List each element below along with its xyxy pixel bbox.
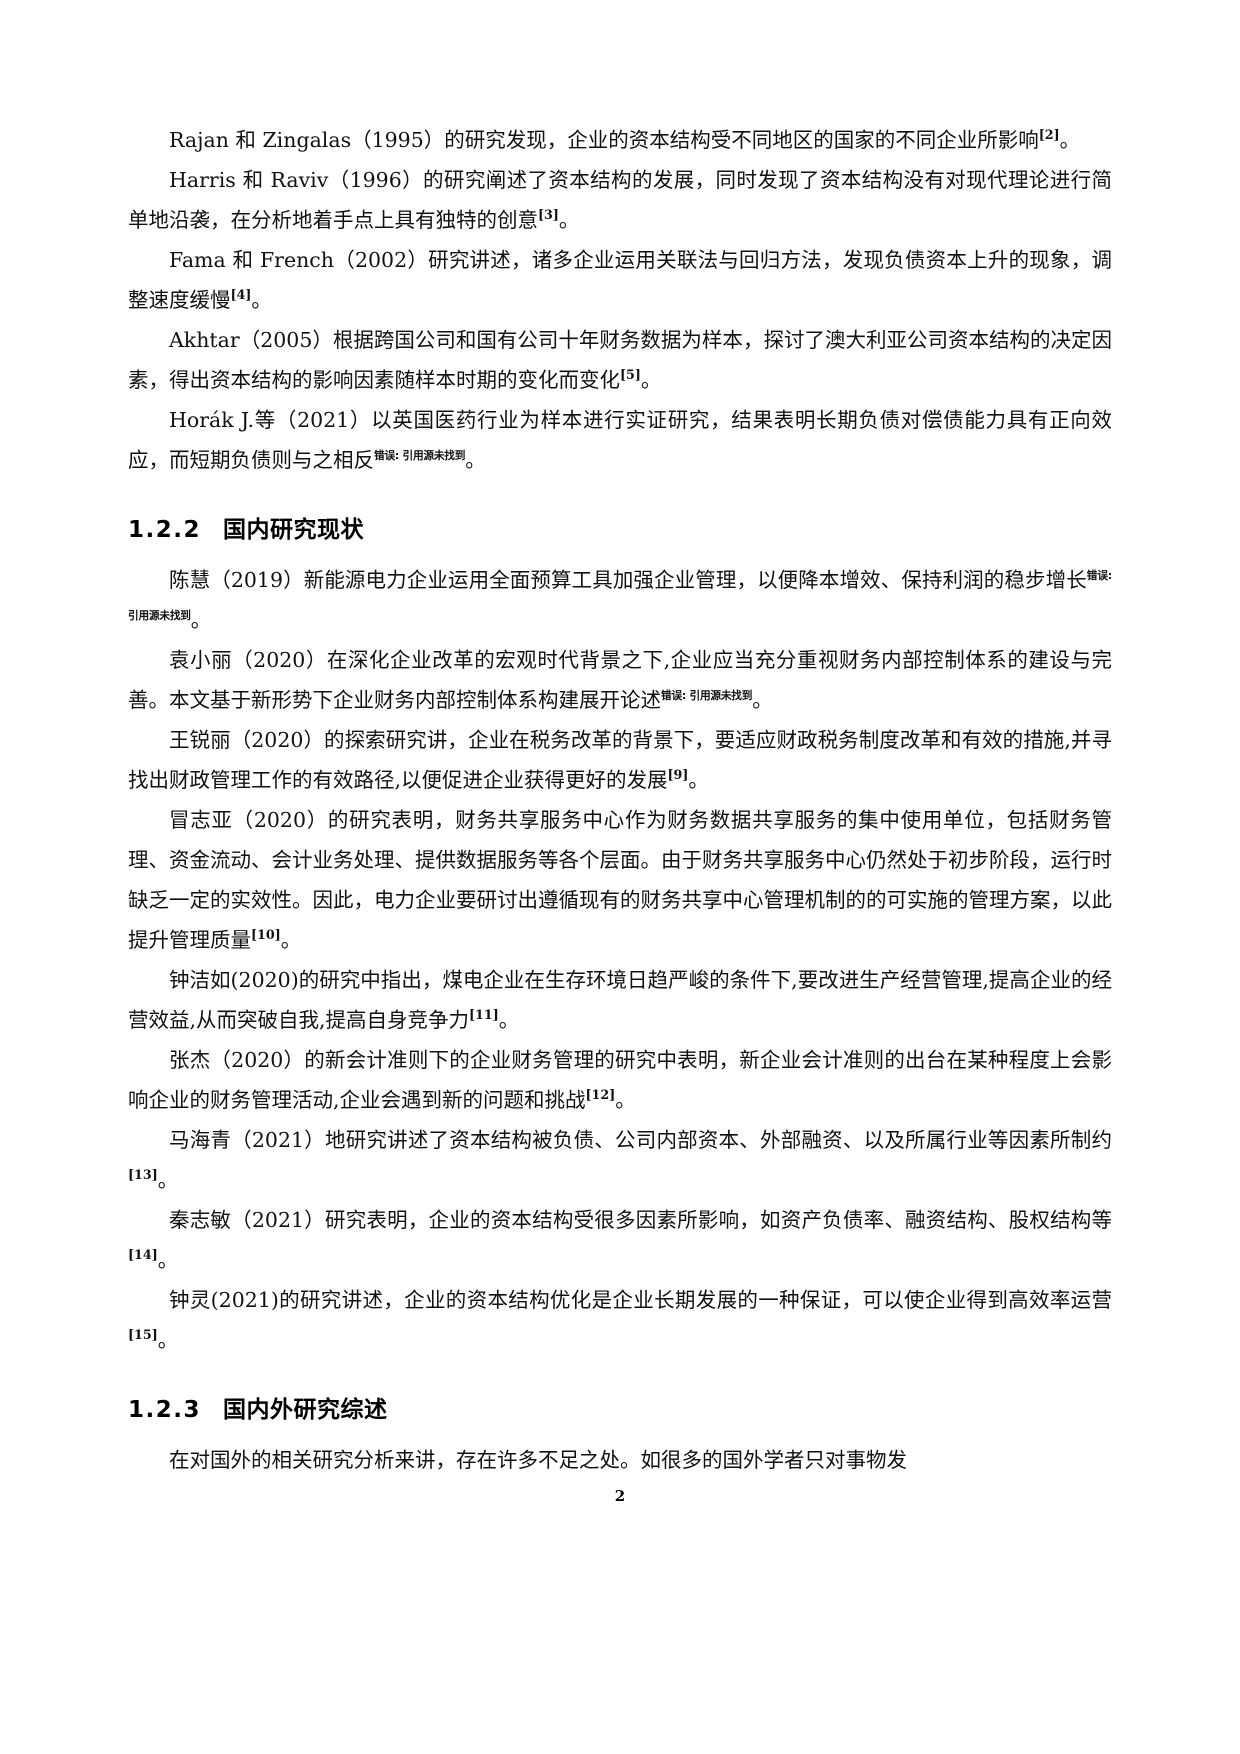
paragraph-text: 冒志亚（2020）的研究表明，财务共享服务中心作为财务数据共享服务的集中使用单位… [128, 808, 1112, 952]
paragraph-text: 在对国外的相关研究分析来讲，存在许多不足之处。如很多的国外学者只对事物发 [169, 1448, 907, 1472]
spacer [128, 1430, 1112, 1440]
heading-title: 国内研究现状 [223, 517, 364, 543]
paragraph-tail: 。 [1059, 128, 1081, 152]
reference-error-field: 错误: 引用源未找到 [374, 449, 466, 463]
page-content: Rajan 和 Zingalas（1995）的研究发现，企业的资本结构受不同地区… [128, 120, 1112, 1480]
reference-error-field: 错误: 引用源未找到 [128, 569, 1112, 623]
paragraph-yuanxiaoli: 袁小丽（2020）在深化企业改革的宏观时代背景之下,企业应当充分重视财务内部控制… [128, 640, 1112, 720]
paragraph-tail: 。 [498, 1008, 520, 1032]
paragraph-text: 钟灵(2021)的研究讲述，企业的资本结构优化是企业长期发展的一种保证，可以使企… [169, 1288, 1112, 1312]
reference-marker: [12] [585, 1087, 616, 1103]
paragraph-tail: 。 [465, 448, 486, 472]
paragraph-zhangjie: 张杰（2020）的新会计准则下的企业财务管理的研究中表明，新企业会计准则的出台在… [128, 1040, 1112, 1120]
paragraph-text: 袁小丽（2020）在深化企业改革的宏观时代背景之下,企业应当充分重视财务内部控制… [128, 648, 1112, 712]
reference-marker: [14] [128, 1247, 158, 1263]
heading-research-overview: 1.2.3 国内外研究综述 [128, 1390, 1112, 1430]
heading-number: 1.2.3 [128, 1397, 201, 1423]
paragraph-text: 陈慧（2019）新能源电力企业运用全面预算工具加强企业管理，以便降本增效、保持利… [169, 568, 1087, 592]
paragraph-zhongling: 钟灵(2021)的研究讲述，企业的资本结构优化是企业长期发展的一种保证，可以使企… [128, 1280, 1112, 1360]
paragraph-text: 钟洁如(2020)的研究中指出，煤电企业在生存环境日趋严峻的条件下,要改进生产经… [128, 968, 1112, 1032]
spacer [128, 550, 1112, 560]
paragraph-harris: Harris 和 Raviv（1996）的研究阐述了资本结构的发展，同时发现了资… [128, 160, 1112, 240]
paragraph-overview-first: 在对国外的相关研究分析来讲，存在许多不足之处。如很多的国外学者只对事物发 [128, 1440, 1112, 1480]
paragraph-qinzhimin: 秦志敏（2021）研究表明，企业的资本结构受很多因素所影响，如资产负债率、融资结… [128, 1200, 1112, 1280]
paragraph-chenhui: 陈慧（2019）新能源电力企业运用全面预算工具加强企业管理，以便降本增效、保持利… [128, 560, 1112, 640]
paragraph-maozhiya: 冒志亚（2020）的研究表明，财务共享服务中心作为财务数据共享服务的集中使用单位… [128, 800, 1112, 960]
spacer [128, 1360, 1112, 1390]
paragraph-tail: 。 [157, 1248, 179, 1272]
paragraph-tail: 。 [558, 208, 580, 232]
paragraph-zhongjieru: 钟洁如(2020)的研究中指出，煤电企业在生存环境日趋严峻的条件下,要改进生产经… [128, 960, 1112, 1040]
paragraph-text: Akhtar（2005）根据跨国公司和国有公司十年财务数据为样本，探讨了澳大利亚… [128, 328, 1112, 392]
paragraph-text: Rajan 和 Zingalas（1995）的研究发现，企业的资本结构受不同地区… [169, 128, 1039, 152]
reference-marker: [10] [251, 927, 281, 943]
paragraph-tail: 。 [280, 928, 302, 952]
paragraph-fama: Fama 和 French（2002）研究讲述，诸多企业运用关联法与回归方法，发… [128, 240, 1112, 320]
reference-marker: [5] [620, 367, 641, 383]
reference-marker: [15] [128, 1327, 158, 1343]
paragraph-akhtar: Akhtar（2005）根据跨国公司和国有公司十年财务数据为样本，探讨了澳大利亚… [128, 320, 1112, 400]
reference-marker: [9] [667, 767, 689, 783]
paragraph-tail: 。 [157, 1328, 179, 1352]
heading-domestic-research: 1.2.2 国内研究现状 [128, 510, 1112, 550]
paragraph-tail: 。 [190, 608, 212, 632]
paragraph-text: 张杰（2020）的新会计准则下的企业财务管理的研究中表明，新企业会计准则的出台在… [128, 1048, 1112, 1112]
paragraph-text: Horák J.等（2021）以英国医药行业为样本进行实证研究，结果表明长期负债… [128, 408, 1112, 472]
page-footer: 2 [0, 1487, 1240, 1505]
paragraph-tail: 。 [615, 1088, 636, 1112]
paragraph-mahaiqing: 马海青（2021）地研究讲述了资本结构被负债、公司内部资本、外部融资、以及所属行… [128, 1120, 1112, 1200]
paragraph-tail: 。 [688, 768, 709, 792]
reference-marker: [3] [538, 207, 559, 223]
reference-marker: [4] [230, 287, 252, 303]
reference-marker: [11] [469, 1007, 499, 1023]
heading-title: 国内外研究综述 [223, 1397, 388, 1423]
paragraph-horak: Horák J.等（2021）以英国医药行业为样本进行实证研究，结果表明长期负债… [128, 400, 1112, 480]
reference-error-field: 错误: 引用源未找到 [661, 689, 753, 703]
heading-number: 1.2.2 [128, 517, 201, 543]
reference-marker: [13] [128, 1167, 158, 1183]
page-number: 2 [614, 1487, 626, 1505]
paragraph-text: 王锐丽（2020）的探索研究讲，企业在税务改革的背景下，要适应财政税务制度改革和… [128, 728, 1112, 792]
paragraph-rajan: Rajan 和 Zingalas（1995）的研究发现，企业的资本结构受不同地区… [128, 120, 1112, 160]
paragraph-text: Fama 和 French（2002）研究讲述，诸多企业运用关联法与回归方法，发… [128, 248, 1112, 312]
paragraph-tail: 。 [752, 688, 773, 712]
paragraph-text: 马海青（2021）地研究讲述了资本结构被负债、公司内部资本、外部融资、以及所属行… [169, 1128, 1112, 1152]
paragraph-text: Harris 和 Raviv（1996）的研究阐述了资本结构的发展，同时发现了资… [128, 168, 1112, 232]
reference-marker: [2] [1038, 127, 1060, 143]
paragraph-tail: 。 [157, 1168, 179, 1192]
spacer [128, 480, 1112, 510]
paragraph-text: 秦志敏（2021）研究表明，企业的资本结构受很多因素所影响，如资产负债率、融资结… [169, 1208, 1112, 1232]
paragraph-wangruili: 王锐丽（2020）的探索研究讲，企业在税务改革的背景下，要适应财政税务制度改革和… [128, 720, 1112, 800]
paragraph-tail: 。 [251, 288, 272, 312]
paragraph-tail: 。 [640, 368, 662, 392]
